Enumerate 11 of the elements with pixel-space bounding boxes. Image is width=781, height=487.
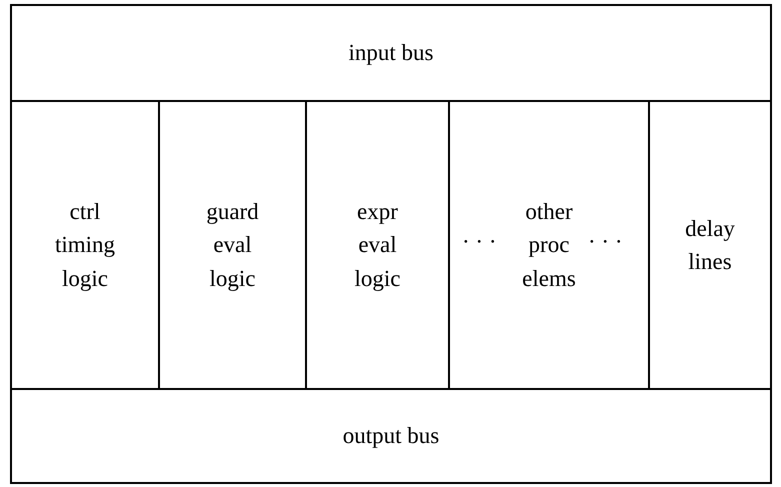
node-label: delay lines	[685, 214, 735, 276]
node-label: input bus	[348, 39, 434, 68]
node-label: output bus	[342, 422, 440, 450]
node-label: other proc elems	[522, 198, 576, 293]
node-label: guard eval logic	[206, 198, 259, 293]
ellipsis-dots: · · ·	[462, 229, 496, 255]
bus-band	[10, 4, 772, 102]
node-label: ctrl timing logic	[54, 198, 116, 293]
bus-band	[10, 388, 772, 484]
ellipsis-dots: · · ·	[588, 229, 622, 255]
node-label: expr eval logic	[354, 198, 400, 293]
